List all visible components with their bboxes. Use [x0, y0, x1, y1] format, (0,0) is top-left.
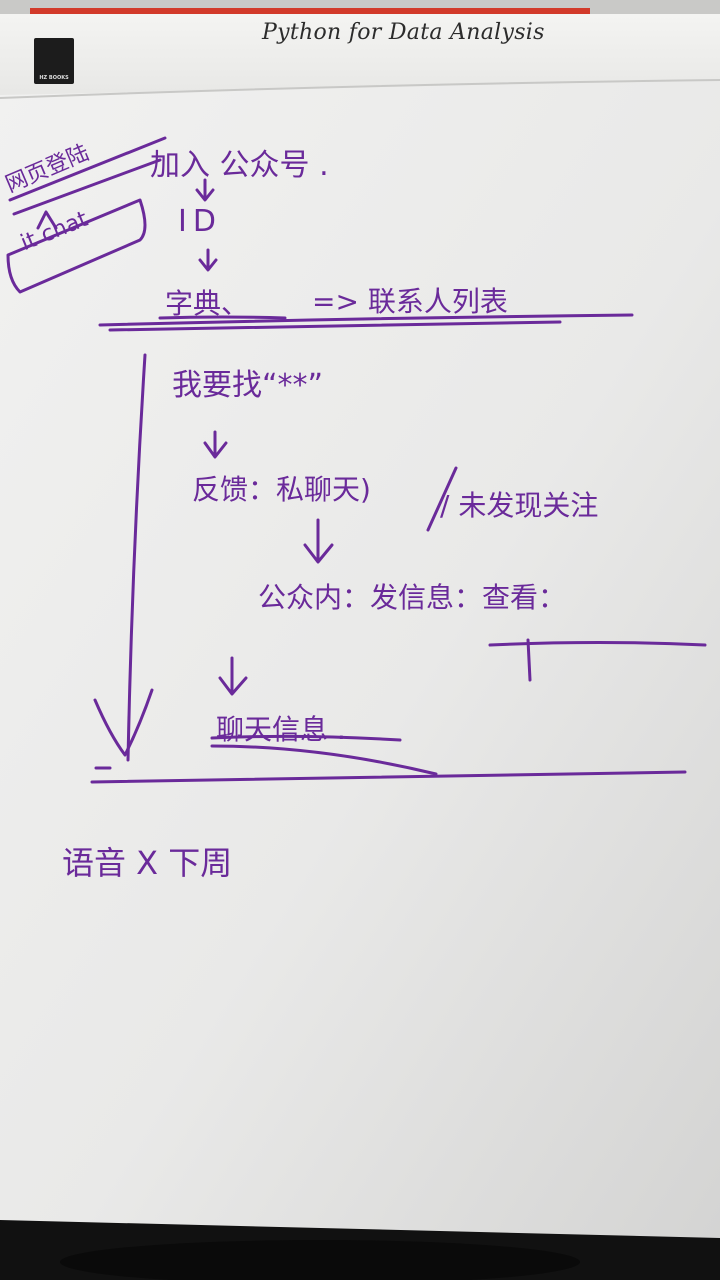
- paper-sheet: [0, 80, 720, 1238]
- red-strip: [30, 8, 590, 16]
- arrow-down-icon: [218, 656, 248, 696]
- note-id: ID: [178, 204, 222, 239]
- publisher-logo: [34, 38, 74, 84]
- note-not-followed: / 未发现关注: [440, 489, 599, 522]
- arrow-down-icon: [198, 248, 218, 272]
- note-feedback-private-chat: 反馈：私聊天): [192, 473, 371, 506]
- note-chat-info: 聊天信息 .: [216, 713, 346, 746]
- section-divider-bottom: [90, 770, 687, 784]
- arrow-down-icon: [195, 178, 215, 202]
- note-join-official-account: 加入 公众号 .: [150, 148, 329, 183]
- publisher-logo-text: HZ BOOKS: [39, 75, 69, 81]
- long-down-arrow: [126, 353, 147, 762]
- note-in-official-account: 公众内：发信息：查看：: [258, 581, 567, 614]
- arrow-down-icon: [303, 518, 334, 564]
- arrow-down-icon: [203, 430, 228, 459]
- note-i-want-to-find: 我要找“**”: [172, 368, 324, 403]
- note-voice-next-week: 语音 X 下周: [62, 844, 233, 882]
- note-keyword: 字典、: [165, 287, 250, 320]
- side-label-underline: [8, 136, 167, 202]
- book-header-title: Python for Data Analysis: [262, 20, 545, 45]
- note-contact-list: => 联系人列表: [312, 285, 508, 318]
- section-divider-top: [98, 313, 634, 327]
- itchat-box: [6, 198, 147, 294]
